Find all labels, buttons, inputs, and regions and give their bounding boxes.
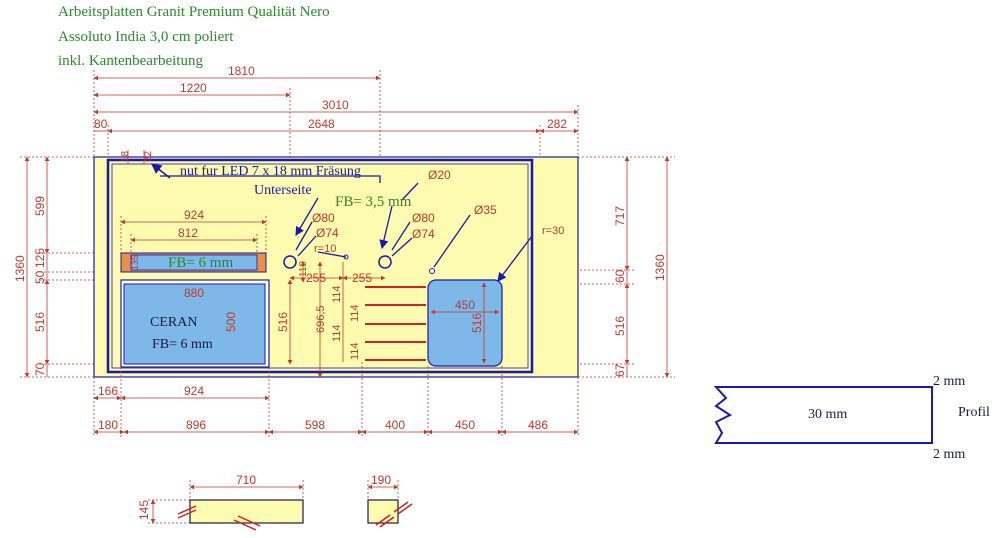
dim-135: 135	[130, 255, 140, 270]
middle-dimension-lines	[289, 261, 386, 378]
tap-hole-left	[283, 255, 297, 269]
dim-left-599: 599	[33, 196, 47, 216]
dim-190: 190	[371, 473, 391, 487]
hole-d80-right: Ø80	[412, 211, 435, 225]
cooktop-cutout	[123, 283, 266, 365]
edge-strip-long	[189, 499, 304, 524]
dim-145: 145	[137, 500, 151, 520]
dim-450-bottom: 450	[455, 418, 475, 432]
dim-right-67: 67	[613, 363, 627, 377]
dim-left-1360: 1360	[13, 255, 27, 282]
bottom-dimension-lines	[93, 362, 579, 437]
dim-924-bottom: 924	[184, 384, 204, 398]
dim-18: 18	[120, 150, 131, 162]
led-channel-cutout	[130, 254, 258, 271]
drainage-grooves	[365, 286, 426, 361]
dim-80: 80	[94, 117, 108, 131]
groove-offset-marks	[127, 150, 145, 164]
dim-166: 166	[98, 384, 118, 398]
dim-255-left: 255	[306, 271, 326, 285]
dim-486: 486	[528, 418, 548, 432]
dim-282: 282	[547, 117, 567, 131]
dim-180: 180	[98, 418, 118, 432]
strip-dimension-lines	[148, 480, 399, 524]
title-line-1: Arbeitsplatten Granit Premium Qualität N…	[58, 4, 330, 20]
dim-880: 880	[184, 286, 204, 300]
dim-right-1360: 1360	[653, 254, 667, 281]
profile-section	[713, 386, 933, 444]
dim-32: 32	[143, 150, 154, 162]
hole-d20: Ø20	[428, 168, 451, 182]
dim-896: 896	[186, 418, 206, 432]
led-channel-dimensions	[120, 216, 267, 255]
dim-696-5: 696,5	[315, 305, 327, 333]
dim-710: 710	[236, 473, 256, 487]
dim-114-c: 114	[331, 324, 343, 342]
dim-right-60: 60	[613, 269, 627, 283]
dim-1220: 1220	[180, 81, 207, 95]
dim-924-channel: 924	[184, 208, 204, 222]
dim-left-125: 125	[33, 248, 47, 268]
dim-598: 598	[305, 418, 325, 432]
dim-114-b: 114	[349, 304, 361, 322]
profile-label: Profil	[958, 405, 990, 420]
hole-d80-left: Ø80	[312, 211, 335, 225]
dim-450-sink: 450	[455, 298, 475, 312]
dim-400: 400	[385, 418, 405, 432]
dim-500: 500	[224, 312, 238, 332]
profile-thickness: 30 mm	[808, 407, 847, 422]
sink-cutout	[427, 279, 503, 367]
cooktop-label: CERAN	[150, 315, 197, 330]
edge-strip-short	[367, 499, 399, 524]
dim-3010: 3010	[322, 98, 349, 112]
profile-top-radius: 2 mm	[933, 374, 965, 389]
radius-r30: r=30	[542, 225, 564, 237]
radius-r10: r=10	[314, 243, 336, 255]
left-dimension-lines	[20, 156, 125, 378]
dim-2648: 2648	[308, 117, 335, 131]
dim-114-d: 114	[349, 342, 361, 360]
title-line-3: inkl. Kantenbearbeitung	[58, 53, 203, 69]
profile-bottom-radius: 2 mm	[933, 447, 965, 462]
tap-hole-right	[378, 255, 392, 269]
dim-left-50: 50	[33, 270, 47, 284]
hole-d74-right: Ø74	[412, 227, 435, 241]
dim-left-70: 70	[33, 362, 47, 376]
hole-d35: Ø35	[474, 203, 497, 217]
dim-right-516: 516	[613, 316, 627, 336]
led-groove-note: nut fur LED 7 x 18 mm Fräsung	[180, 164, 361, 179]
dim-114-a: 114	[331, 285, 343, 303]
cooktop-fb-label: FB= 6 mm	[152, 337, 213, 352]
led-channel-label: FB= 6 mm	[168, 255, 233, 271]
dim-516-sink: 516	[470, 313, 484, 333]
edge-polish-marks	[177, 501, 413, 531]
dim-119: 119	[298, 261, 309, 277]
small-hole	[429, 268, 435, 274]
title-line-2: Assoluto India 3,0 cm poliert	[58, 29, 234, 45]
dim-1810: 1810	[228, 64, 255, 78]
dim-516-cooktop: 516	[276, 312, 290, 332]
dim-255-right: 255	[352, 271, 372, 285]
dim-right-717: 717	[613, 206, 627, 226]
fb35-note: FB= 3,5 mm	[335, 194, 412, 210]
underside-note: Unterseite	[254, 183, 312, 198]
dim-812: 812	[178, 226, 198, 240]
annotation-leaders	[160, 175, 533, 282]
hole-d74-left: Ø74	[316, 226, 339, 240]
dim-left-516: 516	[33, 312, 47, 332]
